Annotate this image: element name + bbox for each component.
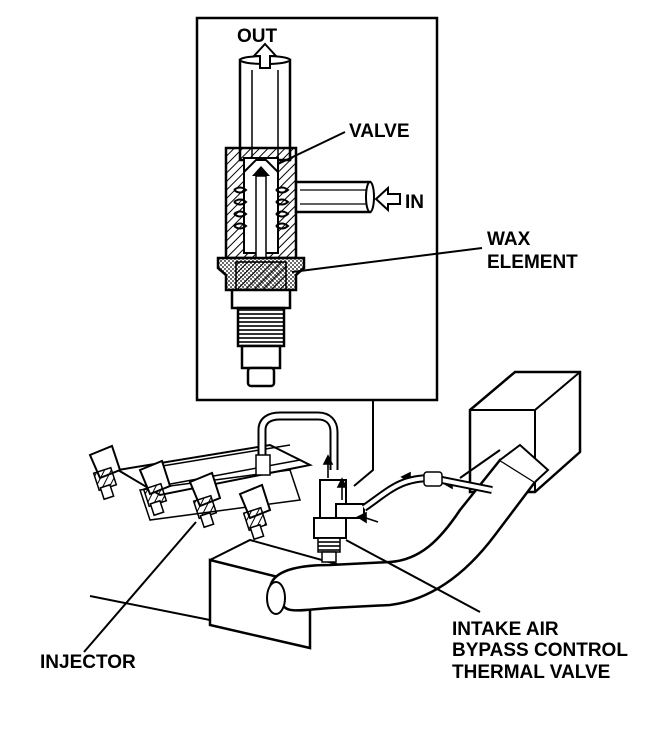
- wax-element-body: [216, 256, 306, 292]
- in-label: IN: [405, 192, 424, 213]
- injector-1: [88, 444, 122, 501]
- valve-housing: [224, 146, 298, 260]
- out-arrow-icon: [251, 42, 279, 69]
- thermal-valve-label-line3: THERMAL VALVE: [452, 662, 610, 683]
- inlet-tube: [294, 180, 375, 214]
- spring: [233, 186, 290, 230]
- detail-inset: [195, 16, 483, 402]
- bypass-return-hose: [361, 449, 501, 512]
- valve-leader: [277, 131, 346, 165]
- manifold-edge-line: [89, 595, 211, 621]
- intake-duct: [266, 443, 550, 615]
- injector-label: INJECTOR: [40, 652, 136, 673]
- thermal-valve-leader: [345, 539, 481, 613]
- thermal-valve-label-line2: BYPASS CONTROL: [452, 640, 628, 661]
- injector-3: [188, 471, 222, 529]
- wax-label-line1: WAX: [487, 229, 531, 250]
- outlet-tube: [238, 55, 292, 162]
- in-arrow-icon: [374, 185, 401, 213]
- wax-leader: [291, 247, 483, 273]
- threaded-section: [230, 288, 292, 388]
- wax-label-line2: ELEMENT: [487, 252, 578, 273]
- injector-4: [238, 483, 272, 541]
- bypass-hose: [255, 411, 339, 476]
- engine-assembly: [83, 370, 582, 653]
- thermal-valve-label-line1: INTAKE AIR: [452, 619, 559, 640]
- injector-leader: [83, 521, 197, 653]
- installed-thermal-valve: [313, 479, 365, 563]
- inset-connector-line: [353, 400, 374, 487]
- valve-label: VALVE: [349, 121, 410, 142]
- injector-2: [138, 459, 172, 517]
- out-label: OUT: [237, 26, 278, 47]
